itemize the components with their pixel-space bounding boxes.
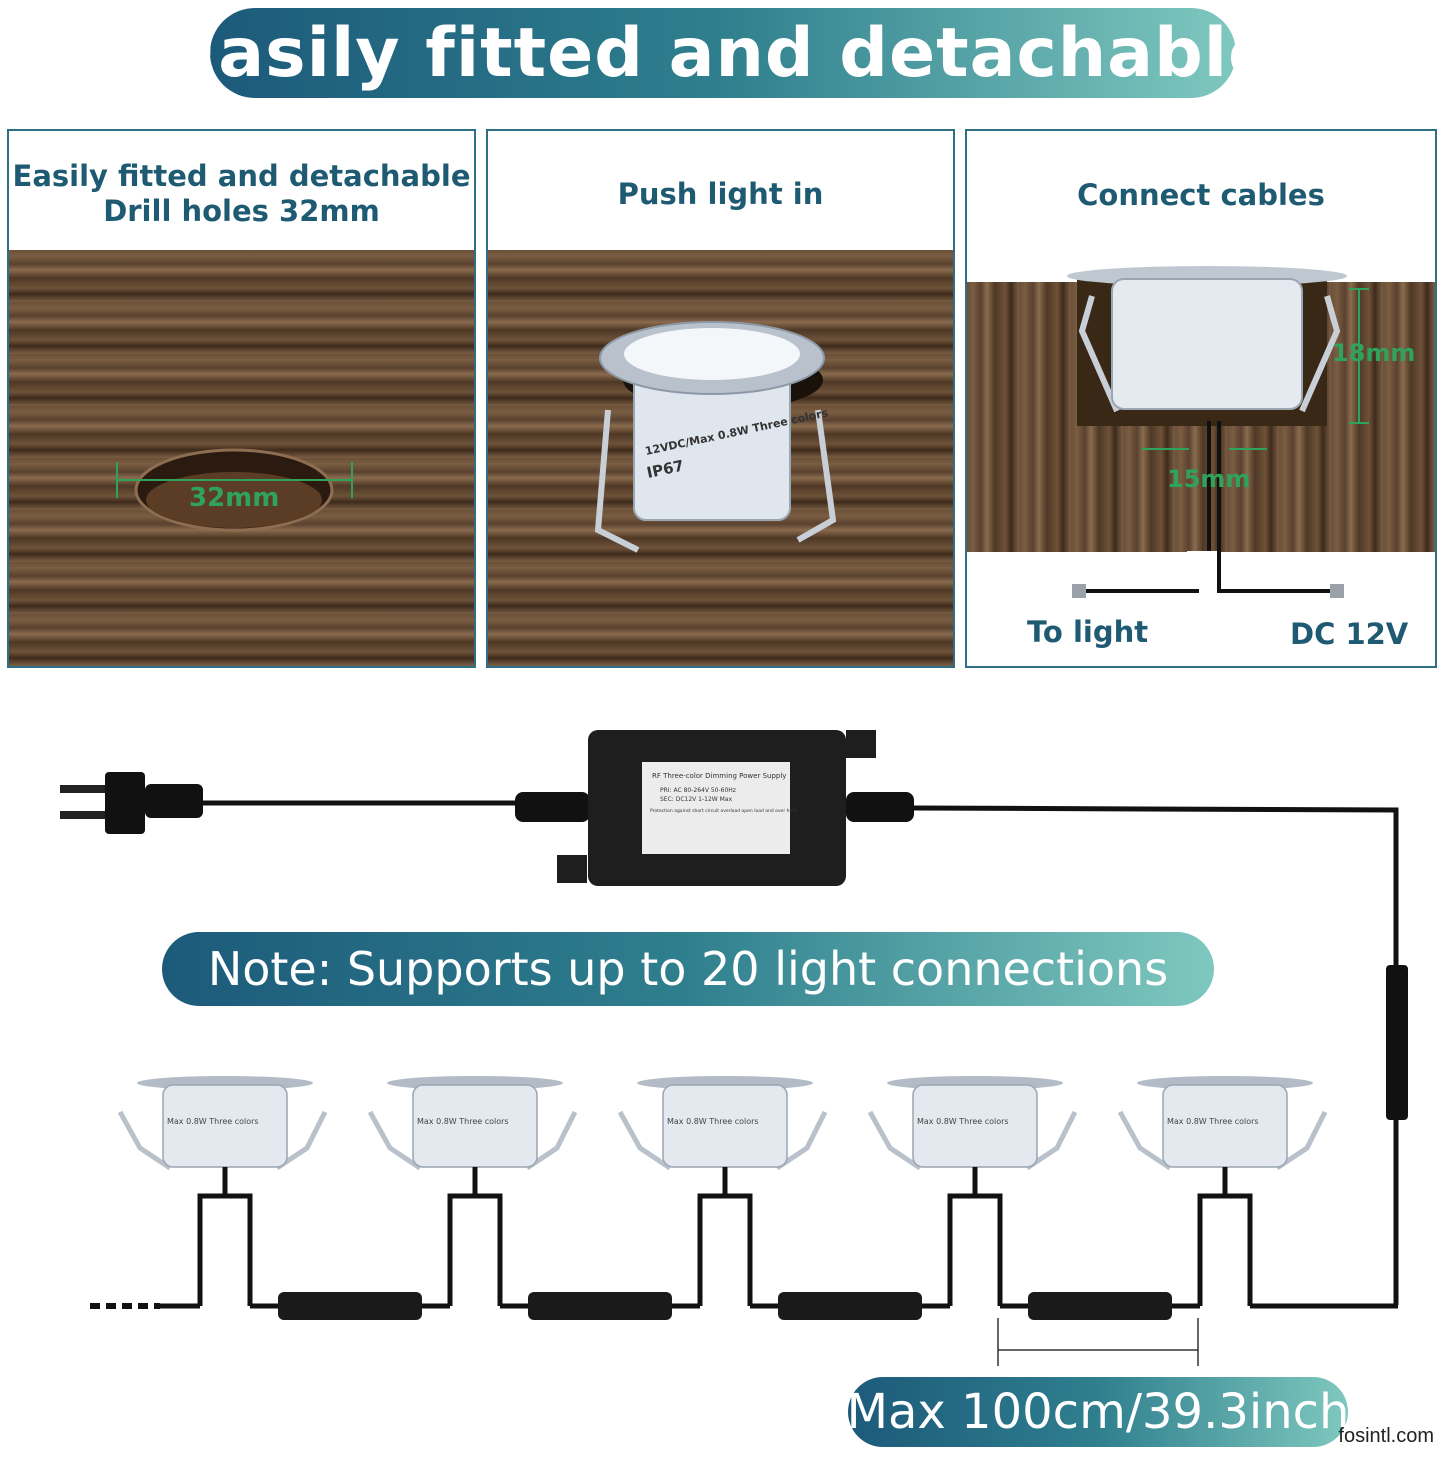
note-text: Note: Supports up to 20 light connection… [207, 942, 1169, 996]
hole-size-label: 32mm [189, 483, 280, 513]
panel-3-caption: Connect cables [1077, 178, 1325, 212]
panel-1-caption-line2: Drill holes 32mm [103, 194, 380, 228]
note-banner: Note: Supports up to 20 light connection… [162, 932, 1214, 1006]
panel-push-light: Push light in 12VDC/Max 0.8W Three color… [486, 129, 955, 668]
spacing-text: Max 100cm/39.3inch [846, 1384, 1350, 1440]
title-banner: Easily fitted and detachable [171, 8, 1274, 98]
cable-connector [278, 1292, 422, 1320]
title-text: Easily fitted and detachable [170, 13, 1276, 93]
ps-label-title: RF Three-color Dimming Power Supply [652, 772, 786, 780]
light-spec-label: Max 0.8W Three colors [1167, 1117, 1259, 1126]
deck-light: Max 0.8W Three colors [867, 1076, 1078, 1171]
deck-light: Max 0.8W Three colors [117, 1076, 328, 1171]
panel-2-caption: Push light in [617, 177, 824, 211]
cable-connector [528, 1292, 672, 1320]
plug-icon [60, 772, 203, 834]
cable-connector [778, 1292, 922, 1320]
to-light-label: To light [1027, 615, 1149, 649]
ps-label-warning: Protection against short circuit overloa… [650, 808, 797, 814]
light-chain: Max 0.8W Three colors Max 0.8W Three colo… [117, 1076, 1398, 1320]
wiring-diagram: RF Three-color Dimming Power Supply PRI:… [60, 730, 1408, 1366]
height-label: 18mm [1332, 339, 1416, 367]
panel-1-caption-line1: Easily fitted and detachable [12, 159, 471, 193]
watermark: fosintl.com [1338, 1425, 1434, 1447]
width-label: 15mm [1167, 465, 1251, 493]
drilled-hole-illustration [116, 448, 353, 532]
light-spec-label: Max 0.8W Three colors [917, 1117, 1009, 1126]
ps-label-sec: SEC: DC12V 1-12W Max [660, 796, 732, 803]
ps-label-pri: PRI: AC 80-264V 50-60Hz [660, 787, 736, 794]
light-spec-label: Max 0.8W Three colors [667, 1117, 759, 1126]
deck-light: Max 0.8W Three colors [617, 1076, 828, 1171]
deck-light: Max 0.8W Three colors [1117, 1076, 1328, 1171]
recessed-light-illustration: 12VDC/Max 0.8W Three colors IP67 [594, 321, 837, 553]
inline-connector [1386, 965, 1408, 1120]
power-supply-box [557, 730, 876, 886]
deck-light: Max 0.8W Three colors [367, 1076, 578, 1171]
panel-drill-holes: Easily fitted and detachable Drill holes… [7, 129, 476, 668]
light-spec-label: Max 0.8W Three colors [167, 1117, 259, 1126]
light-spec-label: Max 0.8W Three colors [417, 1117, 509, 1126]
panel-1-caption: Easily fitted and detachable Drill holes… [9, 159, 474, 229]
panel-connect-cables: Connect cables 18mm 15mm To light DC 12V [965, 129, 1437, 668]
cable-diagram [1067, 266, 1369, 666]
dc-12v-label: DC 12V [1290, 617, 1409, 651]
cable-connector [1028, 1292, 1172, 1320]
spacing-banner: Max 100cm/39.3inch [846, 1377, 1350, 1447]
